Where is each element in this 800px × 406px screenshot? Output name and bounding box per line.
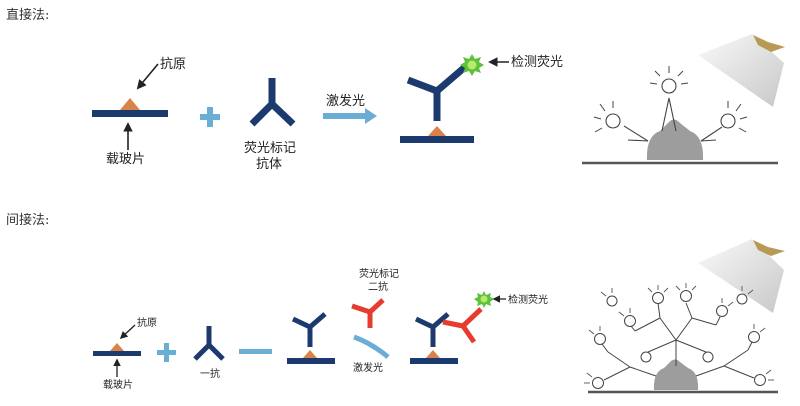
ind-slide-label: 载玻片	[103, 378, 133, 391]
fluorescent-antibody-icon	[249, 78, 296, 127]
antigen-pointer-arrow	[136, 63, 159, 90]
ind-detect-label: 检测荧光	[508, 293, 548, 306]
indirect-slide-with-antigen	[93, 343, 141, 356]
slide-label: 载玻片	[106, 152, 145, 167]
bound-complex	[400, 54, 484, 143]
antigen-label: 抗原	[160, 57, 186, 72]
direct-method-heading: 直接法:	[6, 8, 50, 23]
antigen-triangle	[120, 98, 140, 110]
primary-antibody-label: 一抗	[200, 367, 220, 380]
light-cone	[698, 34, 784, 107]
ind-antigen-pointer-arrow	[119, 324, 136, 340]
ind-excite-label: 激发光	[353, 361, 383, 374]
primary-bound-complex	[287, 312, 335, 364]
direct-microscope-scene	[582, 34, 785, 165]
indirect-method-heading: 间接法:	[6, 213, 50, 228]
excite-label: 激发光	[326, 93, 365, 109]
fluor-antibody-label-line2: 抗体	[256, 157, 282, 172]
objective-lens-icon	[753, 35, 785, 52]
ind-next-arrow	[239, 349, 272, 354]
secondary-label-line1: 荧光标记	[359, 267, 399, 280]
full-bound-complex	[410, 291, 494, 364]
secondary-antibody-icon	[351, 298, 385, 328]
ind-plus-icon	[157, 343, 176, 362]
secondary-label-line2: 二抗	[368, 280, 388, 293]
slide-bar	[92, 110, 168, 117]
ind-objective-lens-icon	[753, 240, 785, 256]
primary-antibody-icon	[193, 326, 225, 361]
ind-excitation-arrow	[353, 334, 390, 359]
ind-antigen-label: 抗原	[137, 316, 157, 329]
detect-label: 检测荧光	[511, 55, 563, 70]
indirect-microscope-scene	[584, 239, 785, 394]
fluor-antibody-label-line1: 荧光标记	[244, 141, 296, 156]
direct-slide-with-antigen	[92, 98, 168, 117]
excitation-arrow	[323, 108, 377, 124]
plus-icon	[200, 107, 220, 127]
